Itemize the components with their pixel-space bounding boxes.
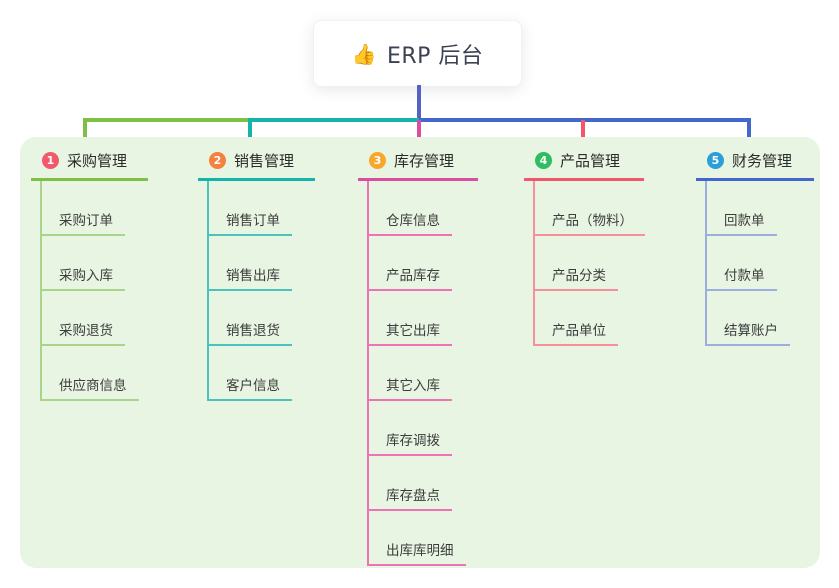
drop-line-inventory — [417, 120, 421, 148]
node-product-stock[interactable]: 产品库存 — [369, 236, 452, 291]
branch-inventory-header[interactable]: 3 库存管理 — [358, 150, 478, 181]
branch-finance-children: 回款单 付款单 结算账户 — [705, 181, 814, 346]
branch-sales-children: 销售订单 销售出库 销售退货 客户信息 — [207, 181, 315, 401]
node-purchase-return[interactable]: 采购退货 — [42, 291, 125, 346]
connector-horizontal-green — [83, 118, 250, 122]
node-receipt-order[interactable]: 回款单 — [707, 181, 777, 236]
branch-sales: 2 销售管理 销售订单 销售出库 销售退货 客户信息 — [198, 150, 315, 401]
node-product-category[interactable]: 产品分类 — [535, 236, 618, 291]
branch-purchase-label: 采购管理 — [67, 152, 128, 170]
connector-horizontal-blue — [419, 118, 751, 122]
badge-3: 3 — [369, 152, 386, 169]
drop-line-purchase — [83, 118, 87, 148]
branch-product: 4 产品管理 产品（物料） 产品分类 产品单位 — [524, 150, 645, 346]
node-other-inbound[interactable]: 其它入库 — [369, 346, 452, 401]
badge-5: 5 — [707, 152, 724, 169]
drop-line-finance — [747, 118, 751, 148]
badge-1: 1 — [42, 152, 59, 169]
branch-product-header[interactable]: 4 产品管理 — [524, 150, 644, 181]
branch-product-label: 产品管理 — [560, 152, 621, 170]
node-product-unit[interactable]: 产品单位 — [535, 291, 618, 346]
branch-product-children: 产品（物料） 产品分类 产品单位 — [533, 181, 645, 346]
branch-finance-header[interactable]: 5 财务管理 — [696, 150, 814, 181]
node-outbound-detail[interactable]: 出库库明细 — [369, 511, 466, 566]
root-node[interactable]: 👍 ERP 后台 — [313, 20, 522, 87]
drop-line-sales — [248, 118, 252, 148]
node-customer-info[interactable]: 客户信息 — [209, 346, 292, 401]
root-stem-line — [417, 85, 421, 120]
node-other-outbound[interactable]: 其它出库 — [369, 291, 452, 346]
node-sales-outbound[interactable]: 销售出库 — [209, 236, 292, 291]
node-purchase-order[interactable]: 采购订单 — [42, 181, 125, 236]
root-label: ERP 后台 — [386, 43, 484, 69]
node-product-material[interactable]: 产品（物料） — [535, 181, 645, 236]
branch-inventory-label: 库存管理 — [394, 152, 455, 170]
connector-horizontal-teal — [250, 118, 419, 122]
node-warehouse-info[interactable]: 仓库信息 — [369, 181, 452, 236]
node-supplier-info[interactable]: 供应商信息 — [42, 346, 139, 401]
branch-finance-label: 财务管理 — [732, 152, 793, 170]
node-stock-take[interactable]: 库存盘点 — [369, 456, 452, 511]
branch-sales-header[interactable]: 2 销售管理 — [198, 150, 315, 181]
node-sales-order[interactable]: 销售订单 — [209, 181, 292, 236]
node-purchase-inbound[interactable]: 采购入库 — [42, 236, 125, 291]
thumbs-up-icon: 👍 — [351, 41, 377, 66]
node-payment-order[interactable]: 付款单 — [707, 236, 777, 291]
node-stock-transfer[interactable]: 库存调拨 — [369, 401, 452, 456]
branch-purchase-children: 采购订单 采购入库 采购退货 供应商信息 — [40, 181, 148, 401]
drop-line-product — [581, 120, 585, 148]
badge-2: 2 — [209, 152, 226, 169]
branch-purchase: 1 采购管理 采购订单 采购入库 采购退货 供应商信息 — [31, 150, 148, 401]
branch-sales-label: 销售管理 — [234, 152, 295, 170]
branch-inventory-children: 仓库信息 产品库存 其它出库 其它入库 库存调拨 库存盘点 出库库明细 — [367, 181, 478, 566]
branch-purchase-header[interactable]: 1 采购管理 — [31, 150, 148, 181]
badge-4: 4 — [535, 152, 552, 169]
branch-finance: 5 财务管理 回款单 付款单 结算账户 — [696, 150, 814, 346]
branches-panel — [20, 137, 820, 568]
branch-inventory: 3 库存管理 仓库信息 产品库存 其它出库 其它入库 库存调拨 库存盘点 出库库… — [358, 150, 478, 566]
node-settlement-account[interactable]: 结算账户 — [707, 291, 790, 346]
node-sales-return[interactable]: 销售退货 — [209, 291, 292, 346]
